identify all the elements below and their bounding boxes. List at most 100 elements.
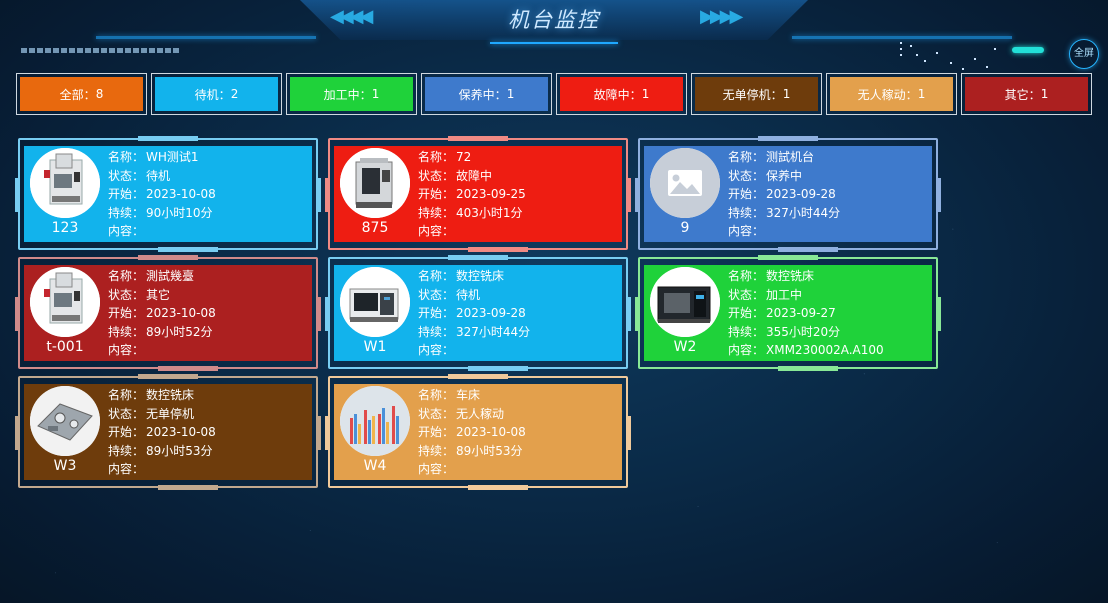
filter-idle[interactable]: 待机：2	[151, 73, 282, 115]
card-tab-right	[936, 178, 941, 212]
duration-label: 持续：	[418, 324, 455, 339]
filter-processing-inner: 加工中：1	[290, 77, 413, 111]
status-filter-bar: 全部：8 待机：2 加工中：1 保养中：1 故障中：1 无单停机：1 无人稼动：…	[16, 73, 1092, 115]
machine-status: 无单停机	[146, 406, 195, 421]
status-row: 状态：故障中	[418, 167, 526, 186]
content-label: 内容：	[108, 343, 145, 357]
machine-start: 2023-09-28	[456, 306, 526, 320]
machine-duration: 89小时52分	[146, 324, 213, 339]
card-notch-bottom	[158, 485, 218, 490]
start-label: 开始：	[728, 306, 765, 320]
filter-maintenance[interactable]: 保养中：1	[421, 73, 552, 115]
machine-duration: 89小时53分	[456, 443, 523, 458]
machine-duration: 89小时53分	[146, 443, 213, 458]
machine-card[interactable]: t-001 名称：測試幾臺 状态：其它 开始：2023-10-08 持续：89小…	[15, 255, 321, 371]
content-row: 内容：	[108, 341, 216, 360]
card-notch-top	[758, 136, 818, 141]
machine-status: 其它	[146, 287, 171, 302]
machine-card[interactable]: W4 名称：车床 状态：无人稼动 开始：2023-10-08 持续：89小时53…	[325, 374, 631, 490]
card-notch-bottom	[158, 247, 218, 252]
start-row: 开始：2023-09-28	[728, 185, 840, 204]
filter-processing[interactable]: 加工中：1	[286, 73, 417, 115]
card-tab-left	[15, 416, 20, 450]
card-notch-top	[758, 255, 818, 260]
machine-info: 名称：WH测试1 状态：待机 开始：2023-10-08 持续：90小时10分 …	[108, 148, 216, 241]
machine-code: 9	[680, 220, 690, 236]
name-row: 名称：测試机台	[728, 148, 840, 167]
duration-row: 持续：327小时44分	[418, 323, 530, 342]
card-notch-top	[138, 374, 198, 379]
duration-label: 持续：	[418, 205, 455, 220]
card-tab-right	[316, 178, 321, 212]
duration-row: 持续：90小时10分	[108, 204, 216, 223]
card-notch-top	[448, 136, 508, 141]
card-tab-left	[325, 178, 330, 212]
card-tab-right	[316, 416, 321, 450]
header-line-center	[490, 42, 618, 44]
machine-code: 123	[51, 220, 79, 236]
machine-name: 测試机台	[766, 150, 815, 164]
name-label: 名称：	[108, 269, 145, 283]
machine-name: 72	[456, 150, 472, 164]
machine-card[interactable]: 875 名称：72 状态：故障中 开始：2023-09-25 持续：403小时1…	[325, 136, 631, 252]
duration-row: 持续：403小时1分	[418, 204, 526, 223]
duration-row: 持续：327小时44分	[728, 204, 840, 223]
name-row: 名称：数控铣床	[108, 386, 216, 405]
status-row: 状态：其它	[108, 286, 216, 305]
machine-card[interactable]: W1 名称：数控铣床 状态：待机 开始：2023-09-28 持续：327小时4…	[325, 255, 631, 371]
content-row: 内容：XMM230002A.A100	[728, 341, 884, 360]
filter-fault[interactable]: 故障中：1	[556, 73, 687, 115]
machine-info: 名称：车床 状态：无人稼动 开始：2023-10-08 持续：89小时53分 内…	[418, 386, 526, 479]
filter-unmanned-inner: 无人稼动：1	[830, 77, 953, 111]
fullscreen-button[interactable]: 全屏	[1069, 39, 1099, 69]
machine-status: 故障中	[456, 168, 493, 183]
content-label: 内容：	[108, 462, 145, 476]
name-label: 名称：	[418, 269, 455, 283]
machine-card[interactable]: 9 名称：测試机台 状态：保养中 开始：2023-09-28 持续：327小时4…	[635, 136, 941, 252]
machine-code: W3	[53, 458, 77, 474]
machine-name: 数控铣床	[146, 388, 195, 402]
content-label: 内容：	[108, 224, 145, 238]
name-label: 名称：	[728, 269, 765, 283]
machine-info: 名称：測試幾臺 状态：其它 开始：2023-10-08 持续：89小时52分 内…	[108, 267, 216, 360]
machine-start: 2023-10-08	[456, 425, 526, 439]
machine-status: 保养中	[766, 168, 803, 183]
status-label: 状态：	[108, 406, 145, 421]
filter-idle-inner: 待机：2	[155, 77, 278, 111]
start-label: 开始：	[108, 425, 145, 439]
header-line-right	[792, 36, 1012, 39]
lathe-machine-icon	[340, 267, 410, 337]
filter-unmanned[interactable]: 无人稼动：1	[826, 73, 957, 115]
machine-start: 2023-10-08	[146, 425, 216, 439]
card-notch-bottom	[468, 485, 528, 490]
card-tab-left	[635, 297, 640, 331]
machine-code: W2	[673, 339, 697, 355]
machine-info: 名称：72 状态：故障中 开始：2023-09-25 持续：403小时1分 内容…	[418, 148, 526, 241]
filter-other[interactable]: 其它：1	[961, 73, 1092, 115]
card-notch-bottom	[778, 366, 838, 371]
machine-status: 待机	[456, 287, 481, 302]
status-row: 状态：加工中	[728, 286, 884, 305]
duration-row: 持续：89小时53分	[418, 442, 526, 461]
duration-row: 持续：89小时53分	[108, 442, 216, 461]
filter-no-order-stop[interactable]: 无单停机：1	[691, 73, 822, 115]
machine-card[interactable]: W2 名称：数控铣床 状态：加工中 开始：2023-09-27 持续：355小时…	[635, 255, 941, 371]
card-tab-left	[325, 416, 330, 450]
name-row: 名称：測試幾臺	[108, 267, 216, 286]
filter-all[interactable]: 全部：8	[16, 73, 147, 115]
filter-no-order-stop-inner: 无单停机：1	[695, 77, 818, 111]
start-label: 开始：	[728, 187, 765, 201]
machine-card[interactable]: 123 名称：WH测试1 状态：待机 开始：2023-10-08 持续：90小时…	[15, 136, 321, 252]
duration-label: 持续：	[418, 443, 455, 458]
machine-start: 2023-09-27	[766, 306, 836, 320]
card-tab-right	[626, 297, 631, 331]
duration-label: 持续：	[108, 205, 145, 220]
machine-card[interactable]: W3 名称：数控铣床 状态：无单停机 开始：2023-10-08 持续：89小时…	[15, 374, 321, 490]
card-notch-bottom	[468, 247, 528, 252]
status-label: 状态：	[418, 406, 455, 421]
machine-start: 2023-10-08	[146, 187, 216, 201]
card-body: t-001 名称：測試幾臺 状态：其它 开始：2023-10-08 持续：89小…	[24, 265, 312, 361]
header-bar	[300, 0, 808, 40]
card-tab-right	[626, 178, 631, 212]
start-row: 开始：2023-10-08	[108, 423, 216, 442]
